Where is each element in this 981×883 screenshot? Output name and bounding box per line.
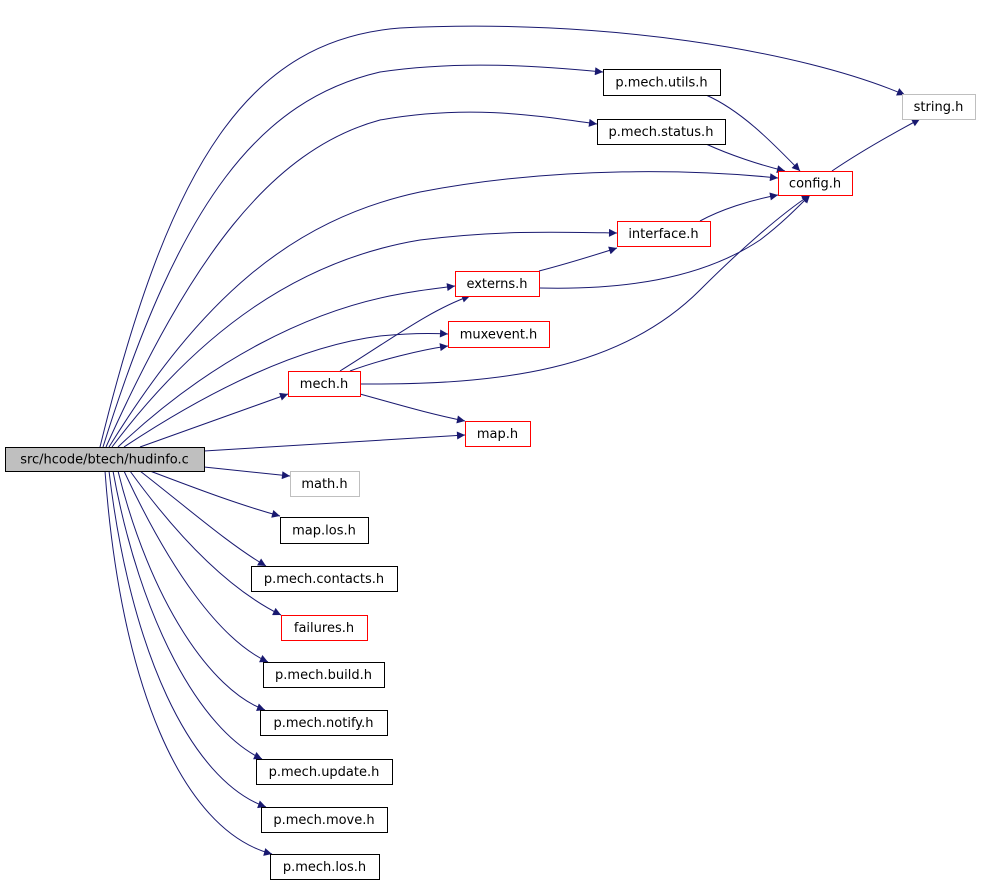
node-notify[interactable]: p.mech.notify.h bbox=[260, 710, 388, 736]
edge-hudinfo-maplos bbox=[149, 470, 281, 518]
node-label-interface: interface.h bbox=[628, 227, 698, 242]
node-move[interactable]: p.mech.move.h bbox=[261, 807, 388, 833]
nodes-layer: src/hcode/btech/hudinfo.c string.h p.mech.… bbox=[5, 69, 976, 880]
edge-hudinfo-mech bbox=[139, 392, 289, 448]
node-utils[interactable]: p.mech.utils.h bbox=[603, 69, 721, 96]
node-label-mech: mech.h bbox=[300, 377, 348, 392]
node-box-los bbox=[270, 854, 380, 880]
node-box-muxevent bbox=[448, 321, 550, 348]
node-box-string bbox=[902, 94, 976, 120]
node-box-hudinfo bbox=[5, 447, 205, 472]
node-label-notify: p.mech.notify.h bbox=[273, 716, 373, 731]
edge-hudinfo-interface bbox=[111, 228, 618, 448]
node-map[interactable]: map.h bbox=[465, 421, 531, 447]
edge-hudinfo-externs bbox=[117, 283, 456, 448]
node-box-map bbox=[465, 421, 531, 447]
node-box-build bbox=[263, 662, 385, 688]
node-math[interactable]: math.h bbox=[290, 471, 360, 497]
node-box-config bbox=[778, 171, 853, 196]
edges-layer bbox=[99, 25, 921, 856]
node-mech[interactable]: mech.h bbox=[288, 371, 361, 397]
edge-hudinfo-muxevent bbox=[123, 329, 449, 448]
node-box-maplos bbox=[280, 517, 369, 544]
node-hudinfo[interactable]: src/hcode/btech/hudinfo.c bbox=[5, 447, 205, 472]
node-label-externs: externs.h bbox=[466, 277, 527, 292]
node-label-status: p.mech.status.h bbox=[609, 125, 714, 140]
edge-hudinfo-notify bbox=[117, 470, 266, 712]
edge-hudinfo-build bbox=[123, 470, 269, 663]
edge-interface-config bbox=[699, 192, 779, 222]
node-label-muxevent: muxevent.h bbox=[460, 328, 538, 343]
node-label-utils: p.mech.utils.h bbox=[615, 76, 707, 91]
node-label-contacts: p.mech.contacts.h bbox=[264, 572, 384, 587]
edge-status-config bbox=[705, 143, 786, 174]
node-label-build: p.mech.build.h bbox=[275, 668, 372, 683]
edge-hudinfo-move bbox=[108, 470, 267, 809]
node-label-hudinfo: src/hcode/btech/hudinfo.c bbox=[20, 453, 189, 468]
node-config[interactable]: config.h bbox=[778, 171, 853, 196]
edge-hudinfo-config bbox=[108, 171, 779, 448]
edge-hudinfo-failures bbox=[129, 470, 282, 616]
edge-mech-config bbox=[359, 194, 811, 385]
node-build[interactable]: p.mech.build.h bbox=[263, 662, 385, 688]
node-externs[interactable]: externs.h bbox=[455, 271, 540, 297]
edge-externs-config bbox=[538, 194, 811, 289]
edge-mech-muxevent bbox=[349, 343, 449, 372]
node-status[interactable]: p.mech.status.h bbox=[597, 119, 726, 145]
node-box-failures bbox=[281, 615, 368, 641]
node-box-notify bbox=[260, 710, 388, 736]
node-box-mech bbox=[288, 371, 361, 397]
edge-utils-config bbox=[705, 94, 801, 172]
node-interface[interactable]: interface.h bbox=[617, 221, 711, 247]
edge-hudinfo-math bbox=[203, 466, 291, 480]
edge-mech-externs bbox=[339, 294, 471, 372]
node-contacts[interactable]: p.mech.contacts.h bbox=[251, 566, 398, 592]
node-label-move: p.mech.move.h bbox=[273, 813, 374, 828]
edge-hudinfo-update bbox=[112, 470, 263, 760]
node-maplos[interactable]: map.los.h bbox=[280, 517, 369, 544]
node-label-string: string.h bbox=[914, 100, 964, 115]
node-update[interactable]: p.mech.update.h bbox=[256, 759, 393, 785]
node-box-move bbox=[261, 807, 388, 833]
node-muxevent[interactable]: muxevent.h bbox=[448, 321, 550, 348]
node-label-math: math.h bbox=[301, 477, 347, 492]
node-los[interactable]: p.mech.los.h bbox=[270, 854, 380, 880]
node-label-config: config.h bbox=[789, 177, 841, 192]
edge-hudinfo-map bbox=[203, 431, 466, 452]
edge-hudinfo-contacts bbox=[139, 470, 267, 567]
edge-hudinfo-status bbox=[105, 111, 598, 448]
node-box-externs bbox=[455, 271, 540, 297]
node-label-map: map.h bbox=[477, 427, 518, 442]
edge-externs-interface bbox=[538, 246, 618, 272]
node-box-status bbox=[597, 119, 726, 145]
node-label-update: p.mech.update.h bbox=[269, 765, 380, 780]
node-box-update bbox=[256, 759, 393, 785]
edge-config-string bbox=[831, 118, 921, 172]
node-label-maplos: map.los.h bbox=[292, 524, 356, 539]
node-string[interactable]: string.h bbox=[902, 94, 976, 120]
node-label-failures: failures.h bbox=[294, 621, 354, 636]
node-box-utils bbox=[603, 69, 721, 96]
node-box-math bbox=[290, 471, 360, 497]
node-failures[interactable]: failures.h bbox=[281, 615, 368, 641]
node-box-interface bbox=[617, 221, 711, 247]
edge-hudinfo-utils bbox=[102, 64, 604, 448]
edge-mech-map bbox=[359, 393, 466, 424]
node-label-los: p.mech.los.h bbox=[283, 860, 366, 875]
edge-hudinfo-string bbox=[99, 25, 906, 448]
node-box-contacts bbox=[251, 566, 398, 592]
edge-hudinfo-los bbox=[104, 470, 273, 856]
